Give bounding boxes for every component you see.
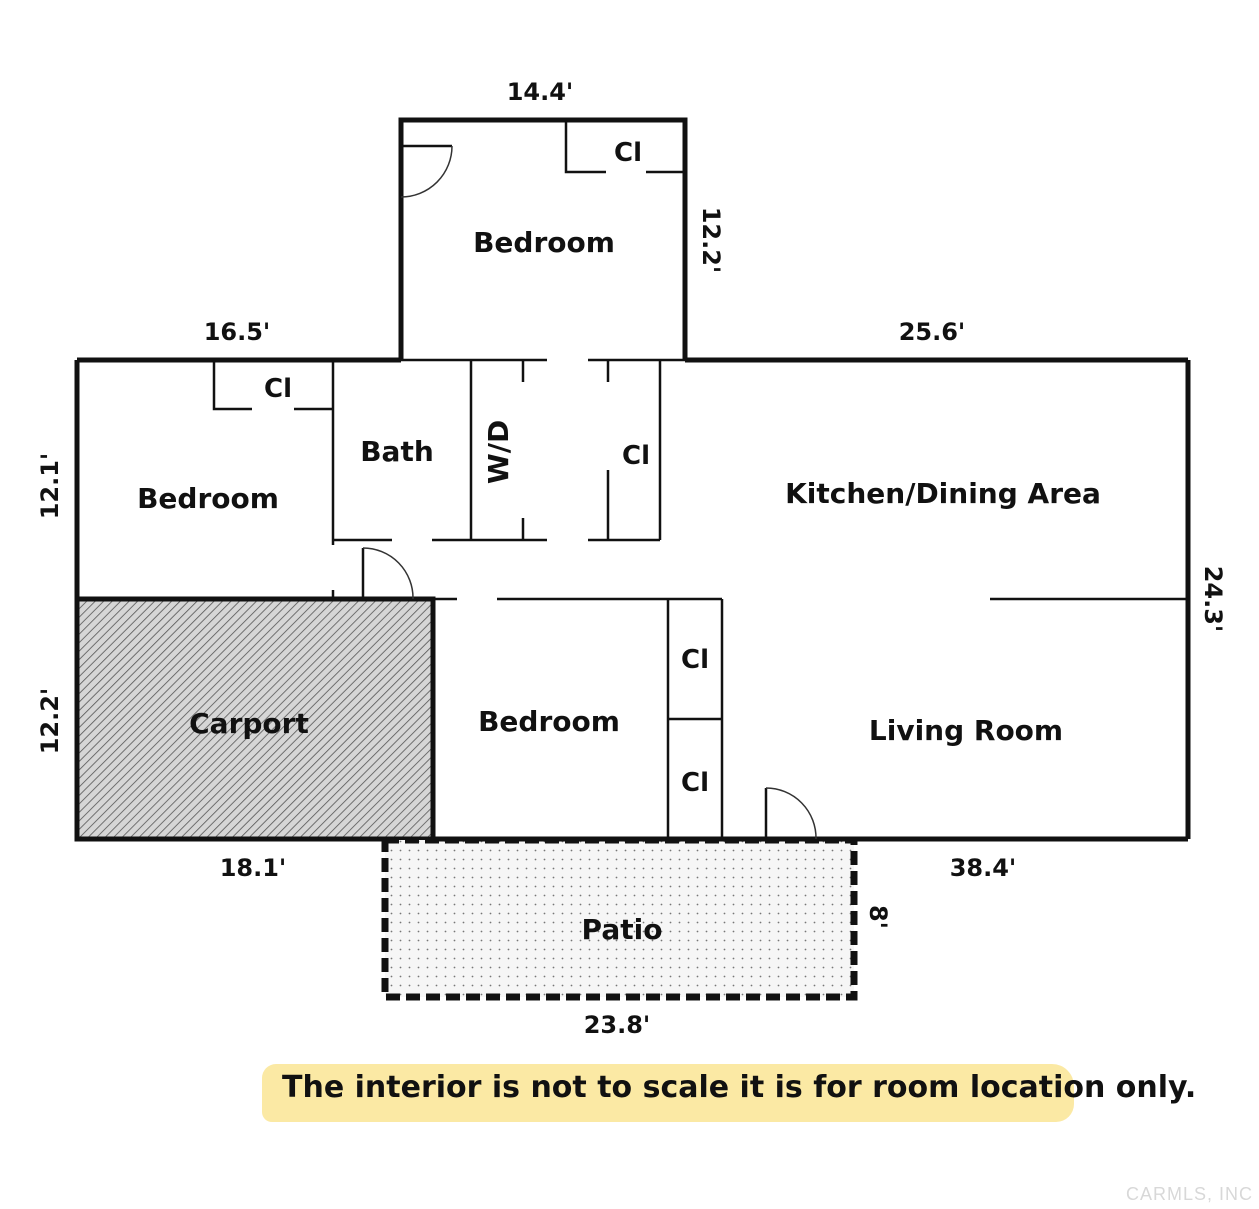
closet-label-middle-upper: Cl [681, 645, 709, 675]
dimension-bottom-left-width: 18.1' [220, 854, 287, 882]
scale-disclaimer-note: The interior is not to scale it is for r… [282, 1070, 1197, 1105]
dimension-patio-height: 8' [864, 905, 892, 929]
room-label-living: Living Room [869, 714, 1063, 747]
patio [381, 836, 858, 1001]
room-label-bedroom-middle: Bedroom [478, 705, 620, 738]
interior-walls [212, 120, 1188, 839]
watermark: CARMLS, INC [1125, 1184, 1253, 1204]
room-label-bedroom-left: Bedroom [137, 482, 279, 515]
dimension-patio-width: 23.8' [584, 1011, 651, 1039]
room-label-patio: Patio [582, 913, 663, 946]
room-label-bedroom-top: Bedroom [473, 226, 615, 259]
dimension-bottom-right-width: 38.4' [950, 854, 1017, 882]
closet-label-top-bedroom: Cl [614, 138, 642, 168]
room-label-wd: W/D [482, 420, 515, 484]
dimension-right-top-width: 25.6' [899, 318, 966, 346]
room-label-kitchen: Kitchen/Dining Area [785, 477, 1101, 510]
doors [361, 144, 817, 840]
dimension-right-height: 24.3' [1199, 566, 1227, 633]
dimension-left-top-width: 16.5' [204, 318, 271, 346]
dimension-left-lower-height: 12.2' [36, 688, 64, 755]
closet-label-left-bedroom: Cl [264, 374, 292, 404]
dimension-top-width: 14.4' [507, 78, 574, 106]
note-highlight [262, 1064, 1074, 1122]
room-label-carport: Carport [189, 707, 309, 740]
dimension-left-upper-height: 12.1' [36, 453, 64, 520]
room-label-bath: Bath [360, 435, 434, 468]
carport [74, 596, 436, 842]
closet-label-hall: Cl [622, 441, 650, 471]
closet-label-middle-lower: Cl [681, 768, 709, 798]
dimension-top-height: 12.2' [697, 207, 725, 274]
exterior-walls [74, 117, 1191, 842]
